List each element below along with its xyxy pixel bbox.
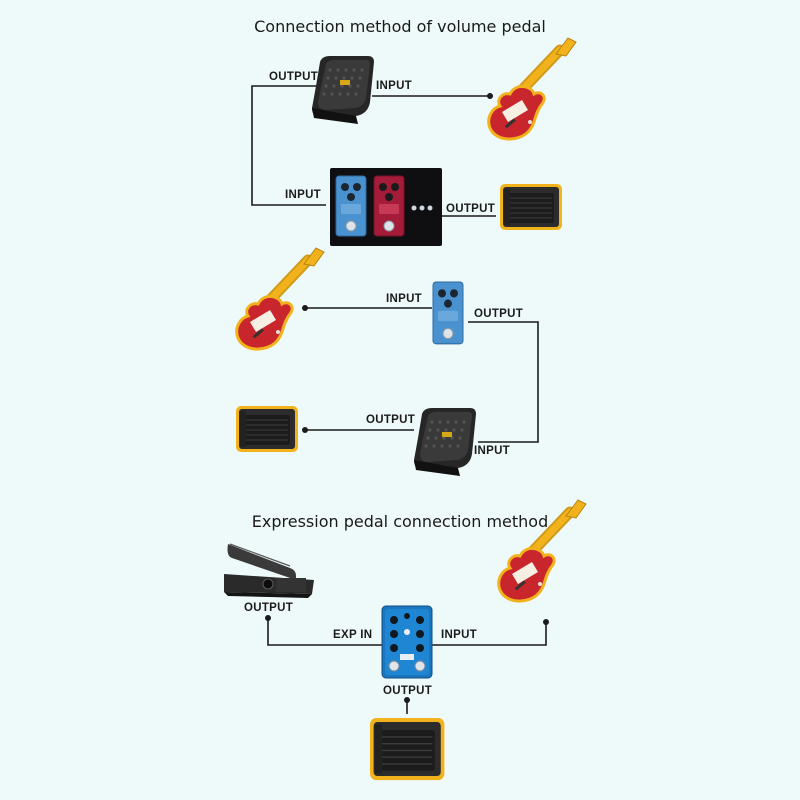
wire-end-dot [265, 615, 271, 621]
effect-pedal-exp [381, 605, 433, 679]
wire-end-dot [543, 619, 549, 625]
wire-exp-to-pedal [267, 618, 382, 646]
label-pedal-input: INPUT [376, 80, 412, 92]
label-output: OUTPUT [383, 685, 432, 697]
volume-pedal [414, 408, 476, 476]
effect-pedal [432, 281, 464, 345]
volume-pedal [312, 56, 374, 124]
guitar-icon [499, 500, 586, 601]
amplifier-icon [235, 405, 299, 453]
expression-pedal [224, 543, 314, 598]
wire-end-dot [302, 305, 308, 311]
guitar-icon [237, 248, 324, 349]
wire-pedal-output-to-board [251, 85, 326, 206]
wire-end-dot [404, 697, 410, 703]
label-effect-output: OUTPUT [474, 308, 523, 320]
label-board-input: INPUT [285, 189, 321, 201]
label-board-output: OUTPUT [446, 203, 495, 215]
label-input: INPUT [441, 629, 477, 641]
label-amp-output: OUTPUT [366, 414, 415, 426]
amplifier-icon [369, 717, 446, 781]
pedalboard [330, 168, 442, 246]
expression-section-title: Expression pedal connection method [251, 512, 549, 531]
wire-end-dot [302, 427, 308, 433]
wire-effect-to-volume [468, 321, 539, 443]
label-pedal-input: INPUT [474, 445, 510, 457]
label-exp-output: OUTPUT [244, 602, 293, 614]
label-pedal-output: OUTPUT [269, 71, 318, 83]
wire-end-dot [487, 93, 493, 99]
label-exp-in: EXP IN [333, 629, 372, 641]
label-effect-input: INPUT [386, 293, 422, 305]
guitar-icon [489, 38, 576, 139]
volume-section-title: Connection method of volume pedal [254, 17, 546, 36]
wire-guitar-to-pedal [432, 622, 547, 646]
amplifier-icon [499, 183, 563, 231]
